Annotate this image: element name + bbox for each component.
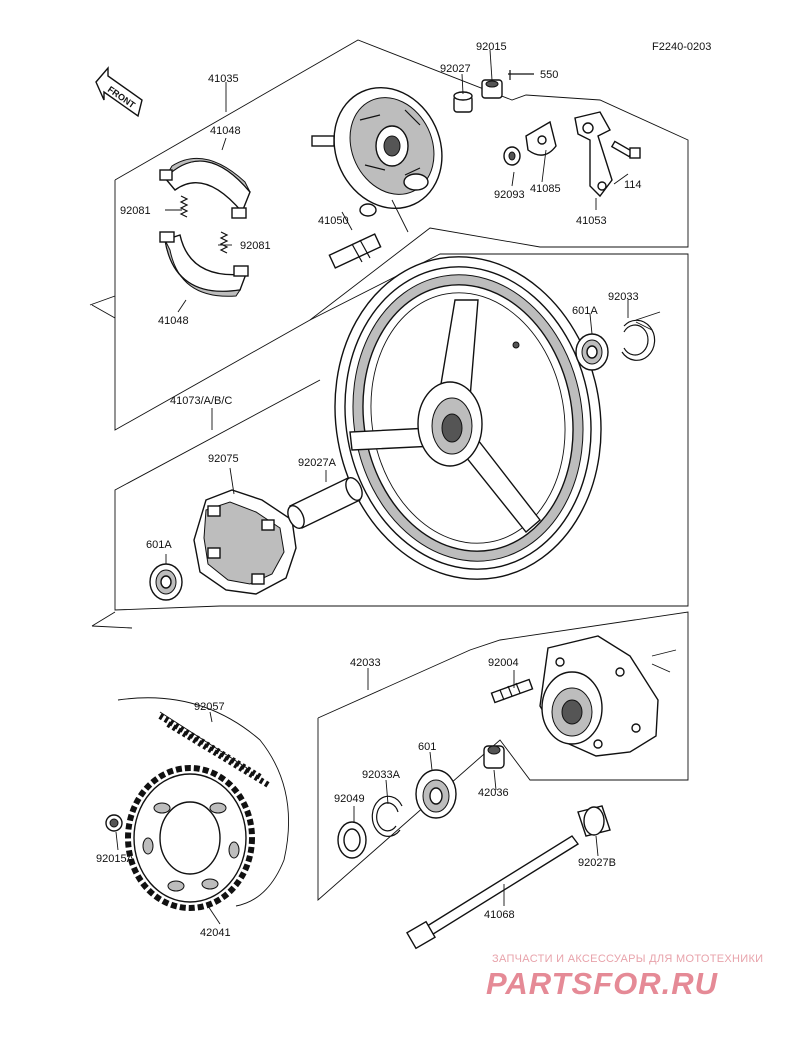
label-42033: 42033 <box>350 657 381 669</box>
label-92093: 92093 <box>494 189 525 201</box>
label-42041: 42041 <box>200 927 231 939</box>
label-41073: 41073/A/B/C <box>170 395 232 407</box>
rear-wheel <box>334 256 602 580</box>
label-92081-left: 92081 <box>120 205 151 217</box>
brake-shoe-lower <box>159 231 249 297</box>
watermark-brand: PARTSFOR.RU <box>486 966 719 1001</box>
label-41053: 41053 <box>576 215 607 227</box>
label-114: 114 <box>624 179 642 191</box>
spring-left-icon <box>179 195 189 218</box>
bolt-114 <box>610 140 641 159</box>
sprocket-coupling-42033 <box>539 635 659 757</box>
brake-panel <box>311 86 443 217</box>
spring-right-icon <box>219 231 229 254</box>
collar-92027A <box>287 477 363 529</box>
label-92033A: 92033A <box>362 769 401 781</box>
bearing-601A-top <box>575 333 609 371</box>
nut-92015 <box>481 79 503 99</box>
leader-lines <box>115 49 629 925</box>
brake-lever-41053 <box>574 111 613 198</box>
bearing-601 <box>415 769 457 819</box>
label-92057: 92057 <box>194 701 225 713</box>
label-92004: 92004 <box>488 657 519 669</box>
label-92081-right: 92081 <box>240 240 271 252</box>
label-92027: 92027 <box>440 63 471 75</box>
stud-92004 <box>490 678 534 704</box>
rear-sprocket-42041 <box>125 765 255 911</box>
circlip-92033A <box>371 795 403 837</box>
label-601A-top: 601A <box>572 305 598 317</box>
collar-42036 <box>483 745 505 769</box>
label-92015A: 92015A <box>96 853 135 865</box>
label-42036: 42036 <box>478 787 509 799</box>
brake-shoe-upper <box>159 157 251 219</box>
label-41085: 41085 <box>530 183 561 195</box>
collar-92027B <box>577 805 611 837</box>
front-arrow-icon: FRONT <box>95 66 143 118</box>
wheel-group-frame <box>91 253 689 629</box>
collar-92027 <box>453 91 473 113</box>
hub-group-frame <box>317 611 689 901</box>
axle-41068 <box>406 835 580 950</box>
label-41048-top: 41048 <box>210 125 241 137</box>
pin-550 <box>508 70 534 80</box>
circlip-92033 <box>621 319 656 361</box>
washer-92093 <box>503 146 521 166</box>
bearing-601A-left <box>149 563 183 601</box>
seal-92049 <box>337 821 367 859</box>
label-41048-bottom: 41048 <box>158 315 189 327</box>
diagram-code: F2240-0203 <box>652 41 711 53</box>
chain-92057 <box>117 697 289 907</box>
label-41050: 41050 <box>318 215 349 227</box>
label-550: 550 <box>540 69 558 81</box>
damper-92075 <box>193 489 297 595</box>
label-41035: 41035 <box>208 73 239 85</box>
label-41068: 41068 <box>484 909 515 921</box>
watermark-tagline: ЗАПЧАСТИ И АКСЕССУАРЫ ДЛЯ МОТОТЕХНИКИ <box>492 953 763 965</box>
indicator-41085 <box>525 120 557 156</box>
label-92049: 92049 <box>334 793 365 805</box>
label-601A-left: 601A <box>146 539 172 551</box>
label-92015: 92015 <box>476 41 507 53</box>
label-92027A: 92027A <box>298 457 337 469</box>
label-92033: 92033 <box>608 291 639 303</box>
label-92075: 92075 <box>208 453 239 465</box>
brake-camshaft <box>328 233 382 269</box>
label-92027B: 92027B <box>578 857 616 869</box>
label-601: 601 <box>418 741 436 753</box>
nut-92015A <box>105 814 123 832</box>
